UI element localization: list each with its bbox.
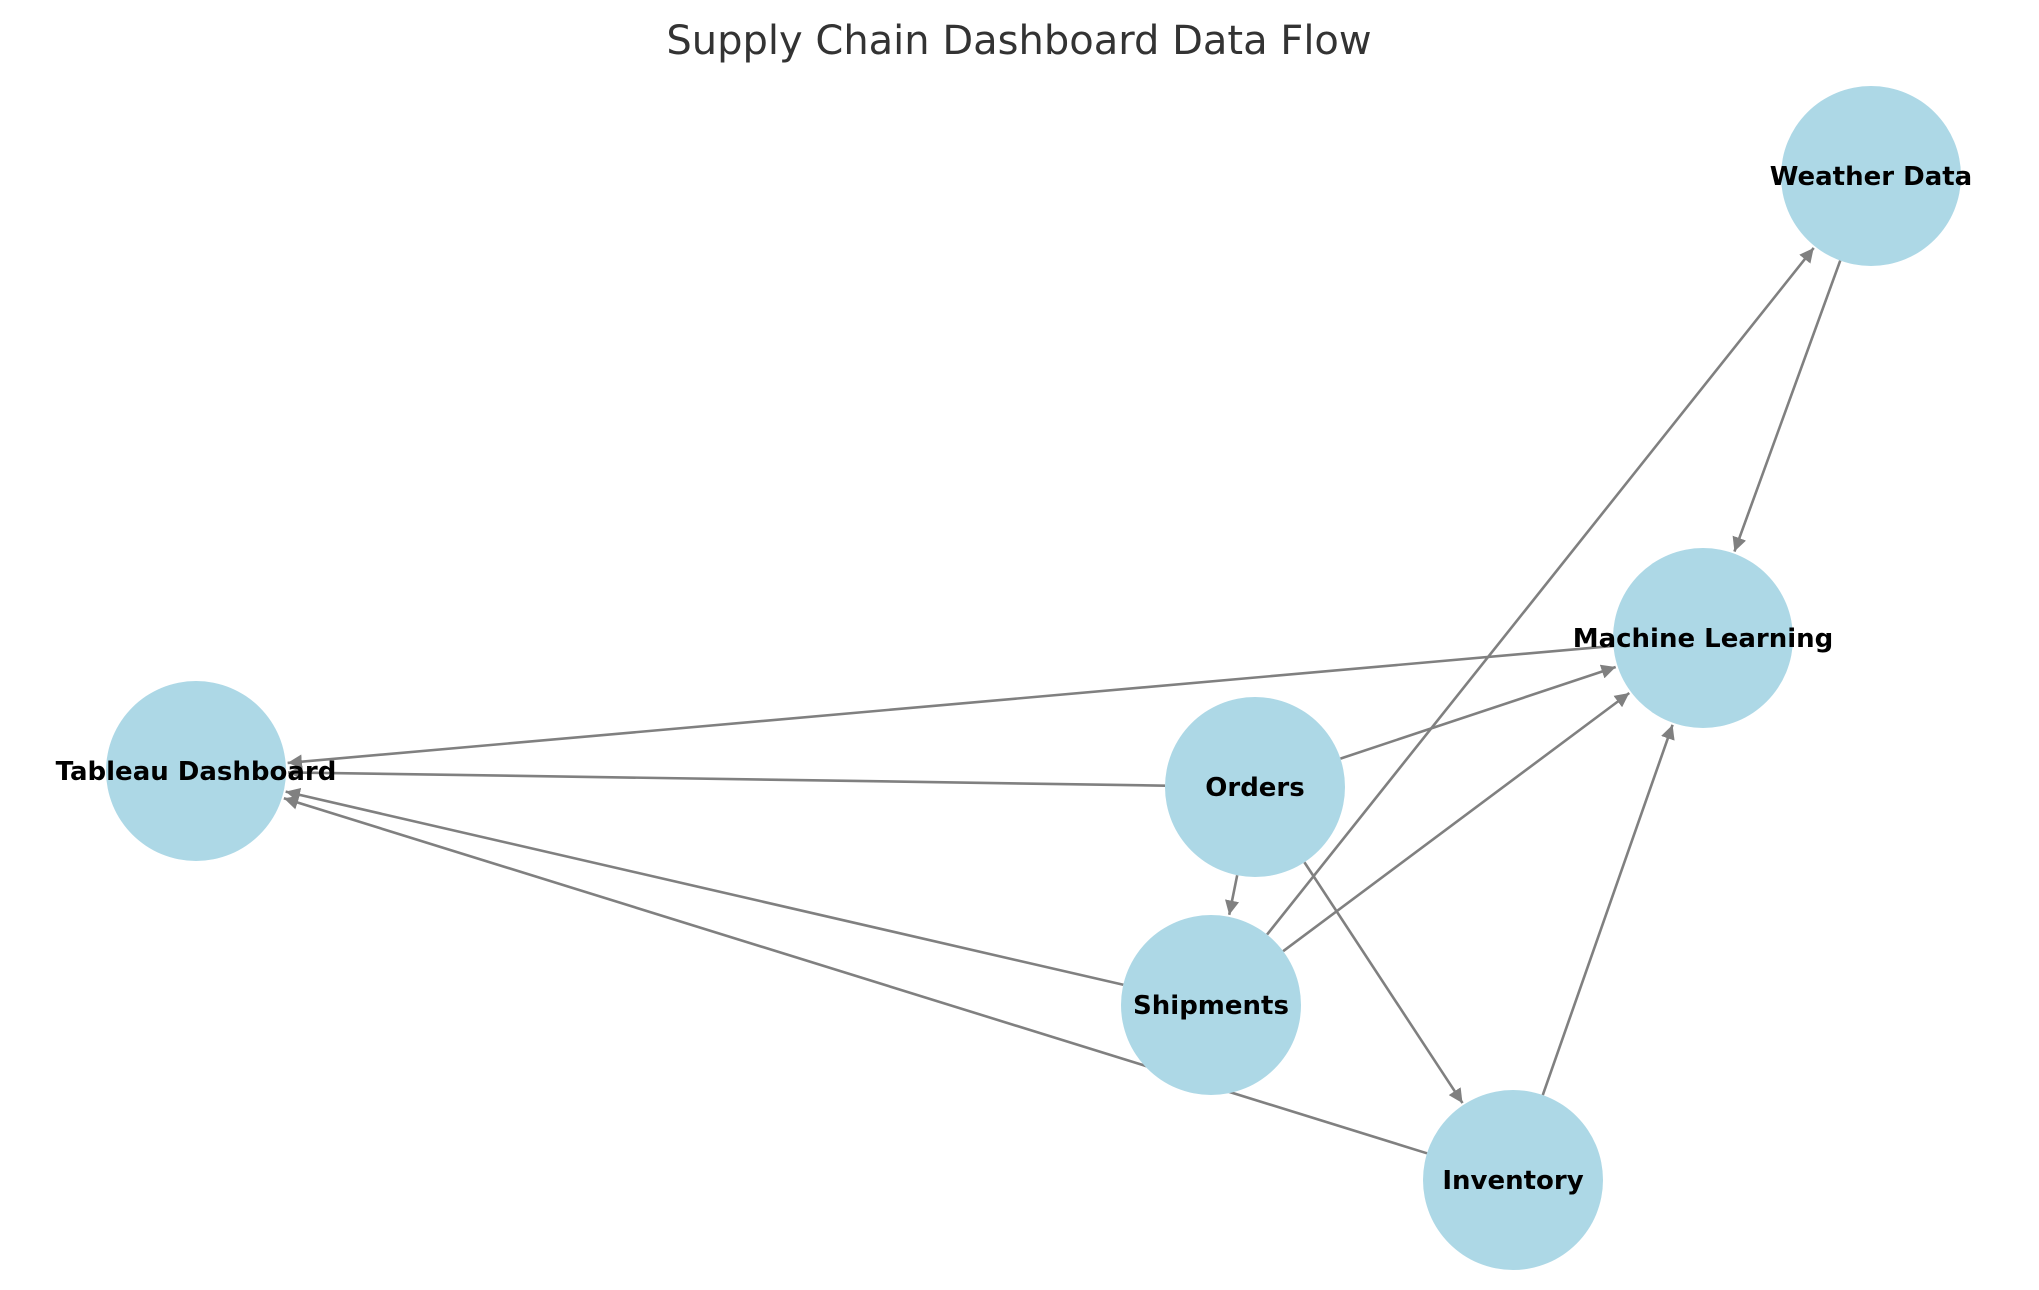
node-inventory: Inventory [1423, 1090, 1603, 1270]
node-shipments: Shipments [1121, 915, 1301, 1095]
node-circle-tableau [106, 681, 286, 861]
node-label-weather: Weather Data [1770, 162, 1972, 192]
edge-arrow-orders-to-inventory [1303, 861, 1464, 1104]
edge-arrow-orders-to-shipments [1225, 874, 1240, 916]
node-circle-ml [1613, 548, 1793, 728]
node-orders: Orders [1165, 697, 1345, 877]
edge-arrow-orders-to-ml [1339, 664, 1617, 760]
node-label-shipments: Shipments [1133, 991, 1289, 1021]
edge-arrow-inventory-to-tableau [283, 795, 1428, 1155]
edge-arrow-orders-to-tableau [287, 765, 1166, 787]
edge-arrow-ml-to-tableau [287, 644, 1614, 769]
node-circle-weather [1781, 86, 1961, 266]
node-weather: Weather Data [1770, 86, 1972, 266]
node-label-inventory: Inventory [1442, 1166, 1583, 1196]
node-label-ml: Machine Learning [1573, 624, 1834, 654]
edge-arrow-weather-to-ml [1732, 260, 1842, 552]
node-label-tableau: Tableau Dashboard [56, 757, 337, 787]
node-circle-orders [1165, 697, 1345, 877]
node-circle-inventory [1423, 1090, 1603, 1270]
edge-arrow-inventory-to-ml [1541, 724, 1675, 1096]
node-ml: Machine Learning [1573, 548, 1834, 728]
node-tableau: Tableau Dashboard [56, 681, 337, 861]
edge-layer [283, 247, 1842, 1155]
node-label-orders: Orders [1205, 773, 1304, 803]
edge-arrow-shipments-to-tableau [285, 787, 1124, 987]
edge-arrow-shipments-to-ml [1282, 691, 1631, 953]
node-circle-shipments [1121, 915, 1301, 1095]
edge-arrow-shipments-to-weather [1266, 247, 1815, 936]
diagram-title: Supply Chain Dashboard Data Flow [666, 18, 1371, 64]
